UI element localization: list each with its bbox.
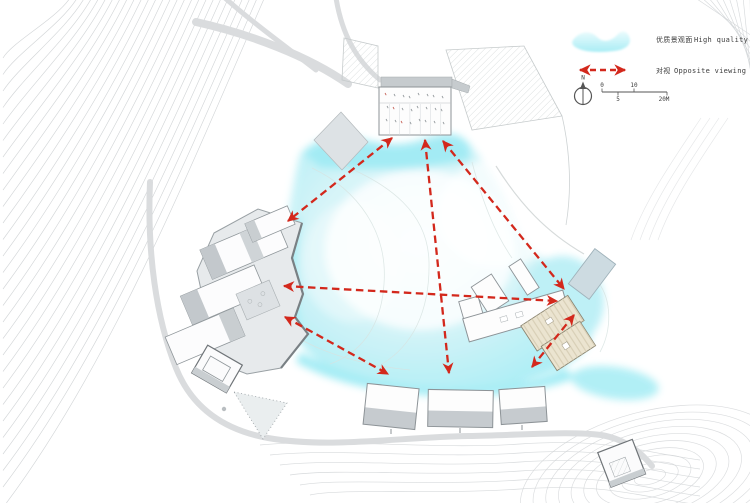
sightline-arrow-top-building-to-bottom-row — [420, 138, 454, 375]
legend-item-opposite-viewing: 对视 Opposite viewing — [578, 64, 746, 76]
north-label: N — [581, 75, 585, 82]
legend-item-landscape: 优质景观面 High quality landscape side — [572, 31, 750, 52]
sightline-arrow-top-building-to-left-shore — [287, 137, 393, 222]
opposite-viewing-arrows — [282, 137, 575, 376]
legend-landscape-label-zh: 优质景观面 — [656, 35, 693, 44]
west-building-c — [179, 264, 267, 326]
roof-plan-marks — [384, 92, 445, 125]
road-main-loop — [146, 179, 655, 469]
legend-landscape-label-en: High quality landscape side — [694, 36, 750, 44]
stippled-terrace — [233, 391, 288, 440]
south-building-1 — [362, 382, 420, 431]
scale-20m: 20M — [659, 96, 670, 103]
scale-5: 5 — [616, 96, 620, 103]
landscape-band-bottom — [296, 352, 575, 397]
plot-boundary-line — [561, 115, 570, 226]
hatched-slope-areas — [341, 37, 570, 226]
north-arrow: N — [573, 75, 593, 106]
south-building-3 — [498, 385, 548, 426]
sightline-arrow-top-building-to-right-cluster — [442, 140, 565, 290]
legend: 优质景观面 High quality landscape side 对视 Opp… — [572, 31, 750, 76]
building-complex-west — [164, 205, 310, 440]
scale-bar: 0 5 10 20M — [600, 82, 670, 103]
courtyard-building-south — [190, 344, 244, 394]
sightline-arrow-left-complex-to-right-cluster — [282, 281, 559, 306]
building-north — [313, 76, 471, 171]
road-top-left-inner — [223, 0, 319, 73]
north-building-body — [378, 86, 452, 136]
north-building-bar — [380, 76, 453, 88]
landscape-white-wash-upper-right — [438, 158, 562, 268]
scale-10: 10 — [630, 82, 638, 89]
bluegray-building — [567, 247, 617, 301]
legend-opposite-label-zh: 对视 — [656, 66, 671, 75]
building-southeast — [596, 438, 647, 488]
legend-opposite-label-en: Opposite viewing — [674, 67, 746, 75]
sightline-arrow-left-complex-to-bottom-row — [283, 315, 390, 376]
landscape-white-wash-left — [302, 202, 402, 322]
hatch-area-left-of-top-building — [341, 37, 379, 89]
landscape-swatch — [572, 31, 630, 52]
landscape-lobe-southeast — [571, 366, 659, 400]
tree-dot — [221, 406, 227, 412]
west-inner-court — [235, 279, 281, 321]
north-building-bar-ext — [451, 78, 471, 94]
building-row-south — [362, 382, 548, 434]
road-top-left-outer — [192, 18, 352, 88]
south-building-2 — [427, 388, 494, 429]
scale-0: 0 — [600, 82, 604, 89]
